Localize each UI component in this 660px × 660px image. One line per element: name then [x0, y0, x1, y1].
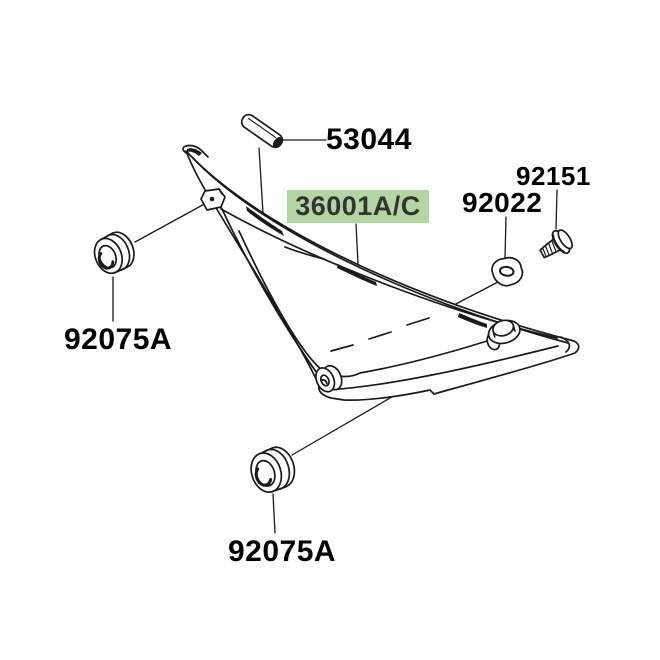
part-label-92022: 92022 [462, 187, 543, 218]
side-cover-drawing [182, 144, 580, 401]
nut-detail [486, 319, 521, 351]
washer-drawing [491, 256, 524, 287]
clip-detail [200, 188, 226, 211]
part-label-92075a-left: 92075A [64, 323, 173, 356]
part-label-53044: 53044 [326, 123, 412, 156]
boss-detail [315, 364, 343, 393]
damper-bottom-drawing [250, 446, 296, 493]
part-label-36001ac-highlighted: 36001A/C [287, 190, 429, 223]
part-label-92151: 92151 [516, 161, 591, 191]
trim-pin-drawing [240, 113, 284, 149]
bolt-drawing [539, 229, 573, 259]
part-label-92075a-bottom: 92075A [228, 535, 337, 568]
damper-left-drawing [93, 231, 135, 275]
